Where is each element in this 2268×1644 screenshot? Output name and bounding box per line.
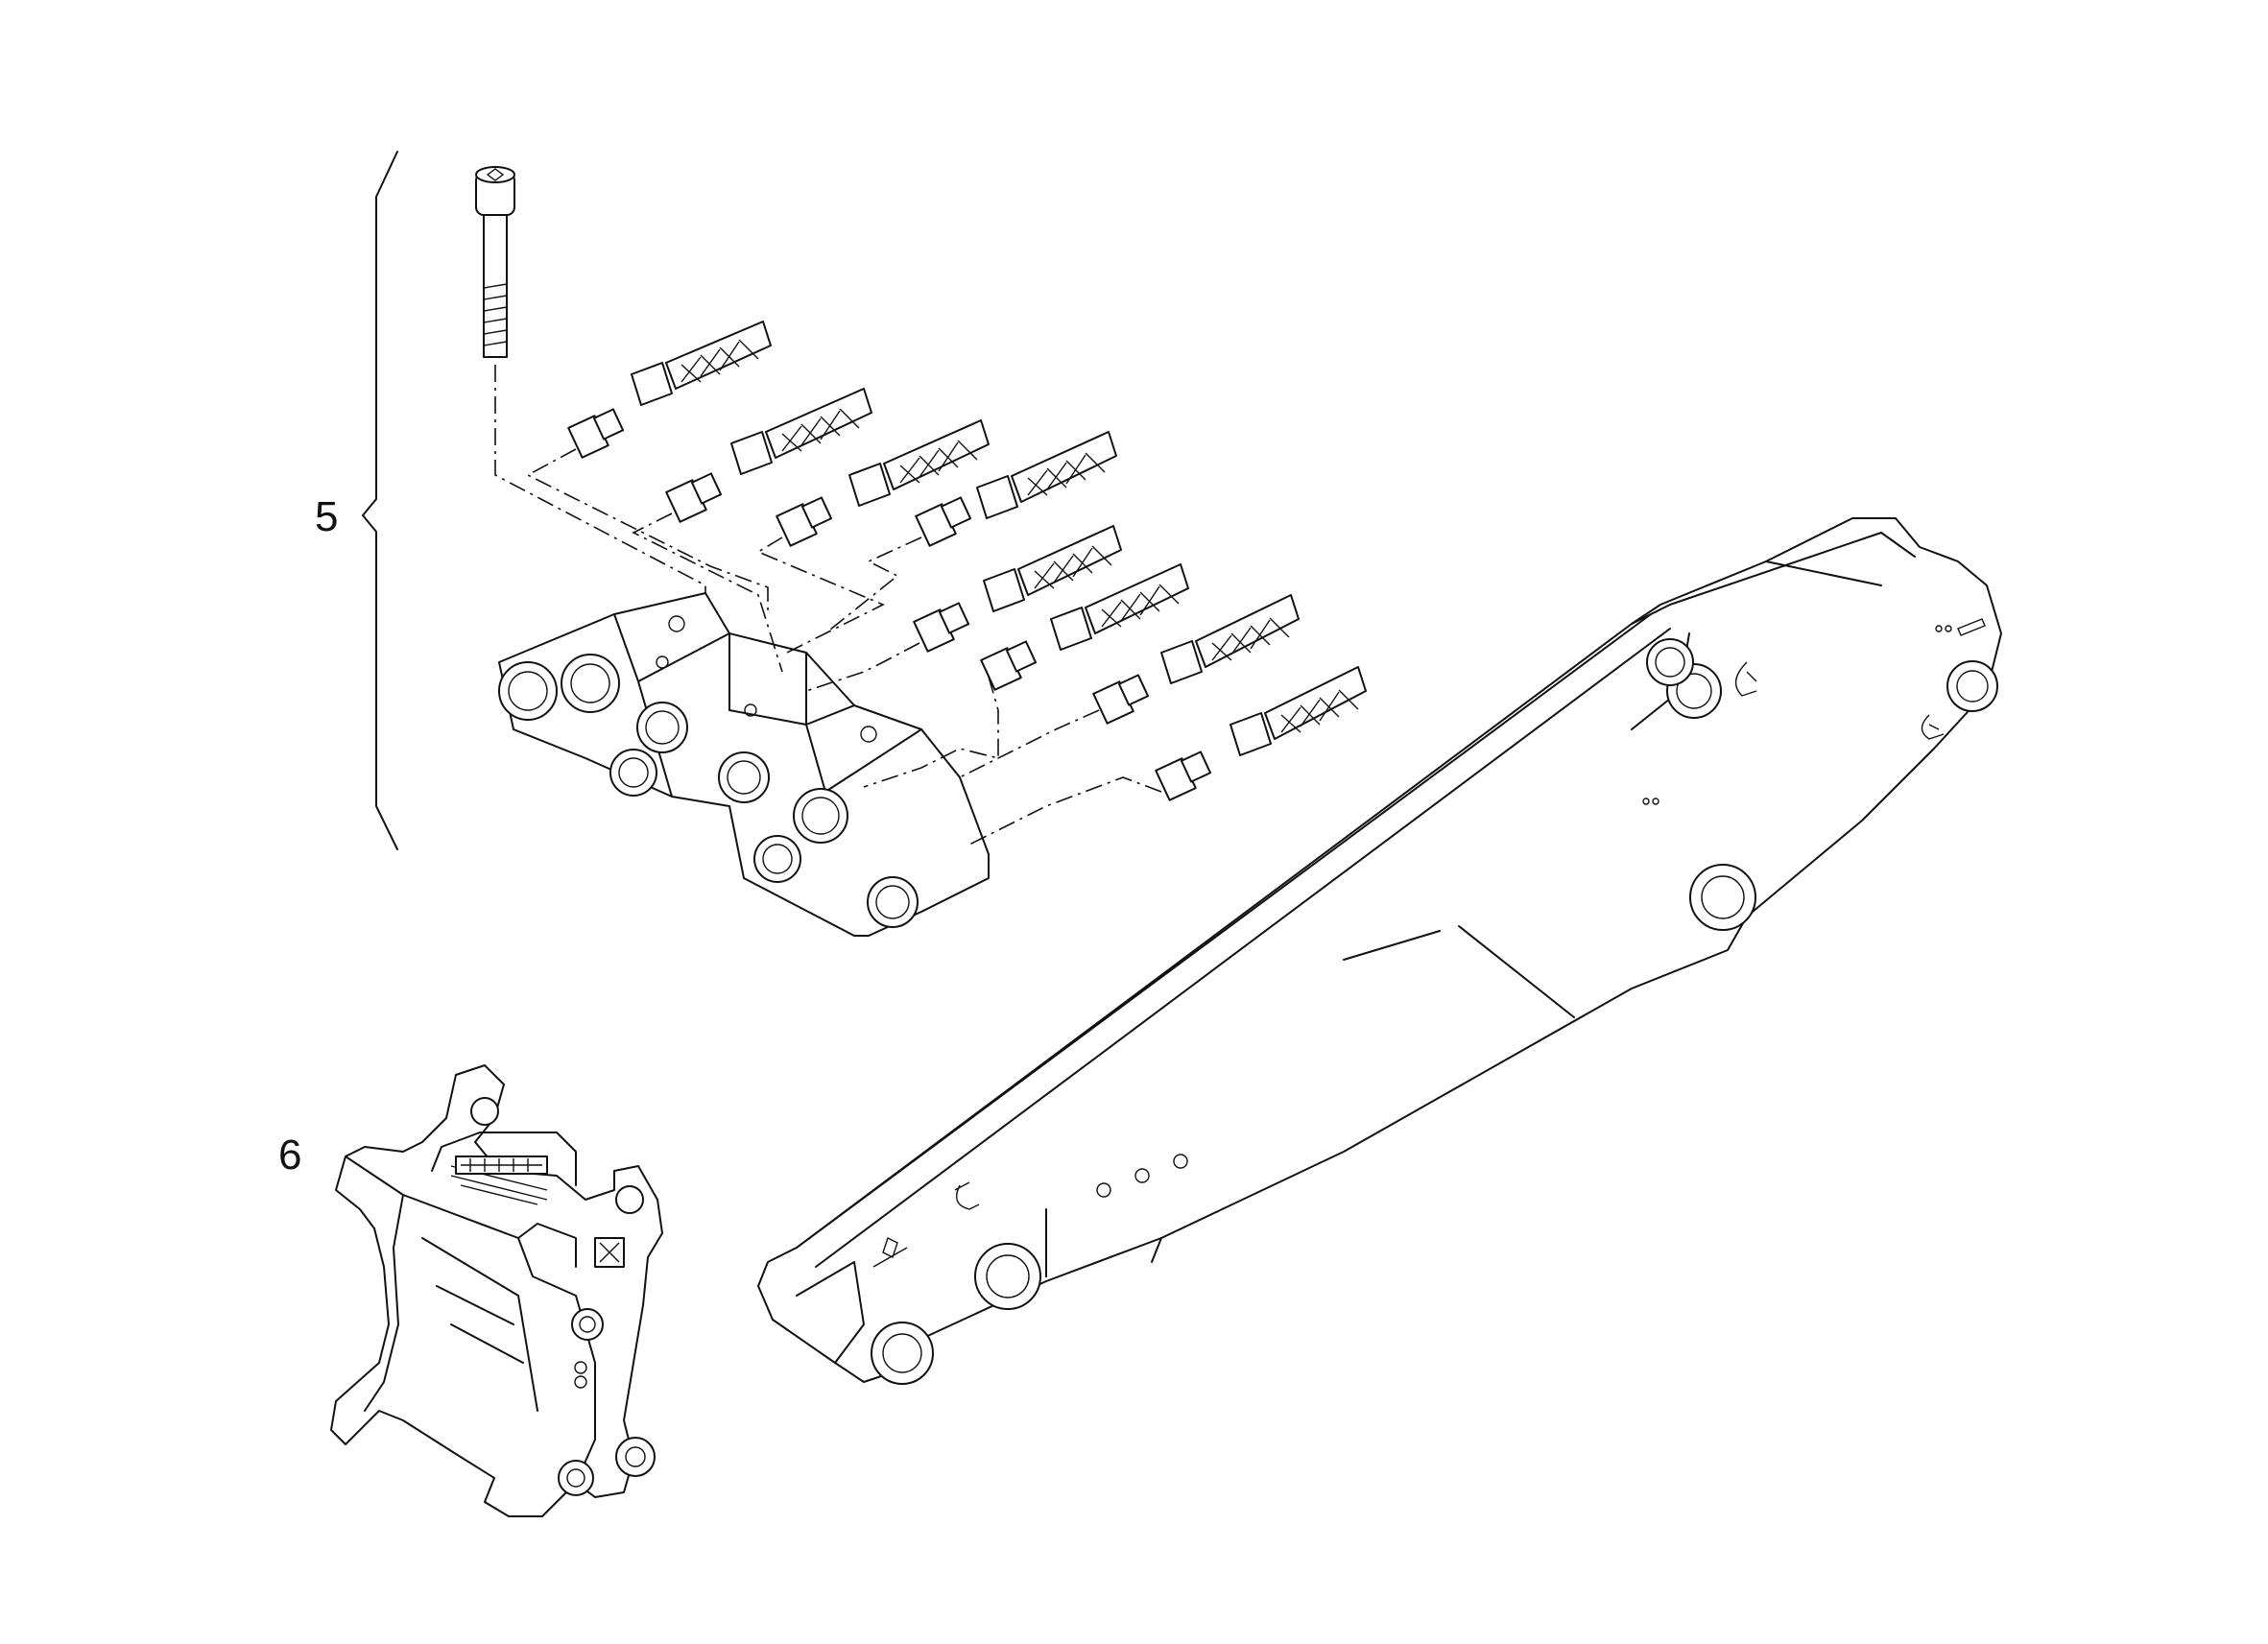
fitting-4[interactable]: [915, 496, 972, 547]
callout-label-6[interactable]: 6: [278, 1132, 301, 1179]
callout-6-group: 6: [278, 1132, 301, 1179]
callout-5-brace: [362, 151, 398, 850]
quick-coupler[interactable]: [330, 1064, 663, 1517]
fitting-1[interactable]: [567, 408, 625, 459]
callout-label-5[interactable]: 5: [315, 493, 338, 540]
cap-screw[interactable]: [475, 166, 706, 614]
valve-block[interactable]: [498, 592, 990, 937]
hose-4[interactable]: [976, 431, 1117, 519]
fitting-5[interactable]: [913, 602, 970, 653]
hose-7[interactable]: [1160, 594, 1300, 684]
fitting-8[interactable]: [1155, 751, 1212, 801]
hose-5[interactable]: [983, 525, 1122, 612]
hose-8[interactable]: [1229, 666, 1367, 756]
hose-1[interactable]: [631, 321, 772, 406]
hose-6[interactable]: [1050, 563, 1189, 651]
callout-5-group: 5: [315, 151, 398, 850]
hose-2[interactable]: [730, 388, 872, 475]
fitting-7[interactable]: [1092, 674, 1150, 725]
hose-3[interactable]: [848, 419, 990, 507]
fitting-3[interactable]: [776, 496, 833, 547]
fitting-2[interactable]: [665, 472, 723, 523]
fitting-6[interactable]: [980, 640, 1038, 691]
leader-lines: [526, 448, 1162, 846]
excavator-arm[interactable]: [757, 517, 2002, 1385]
